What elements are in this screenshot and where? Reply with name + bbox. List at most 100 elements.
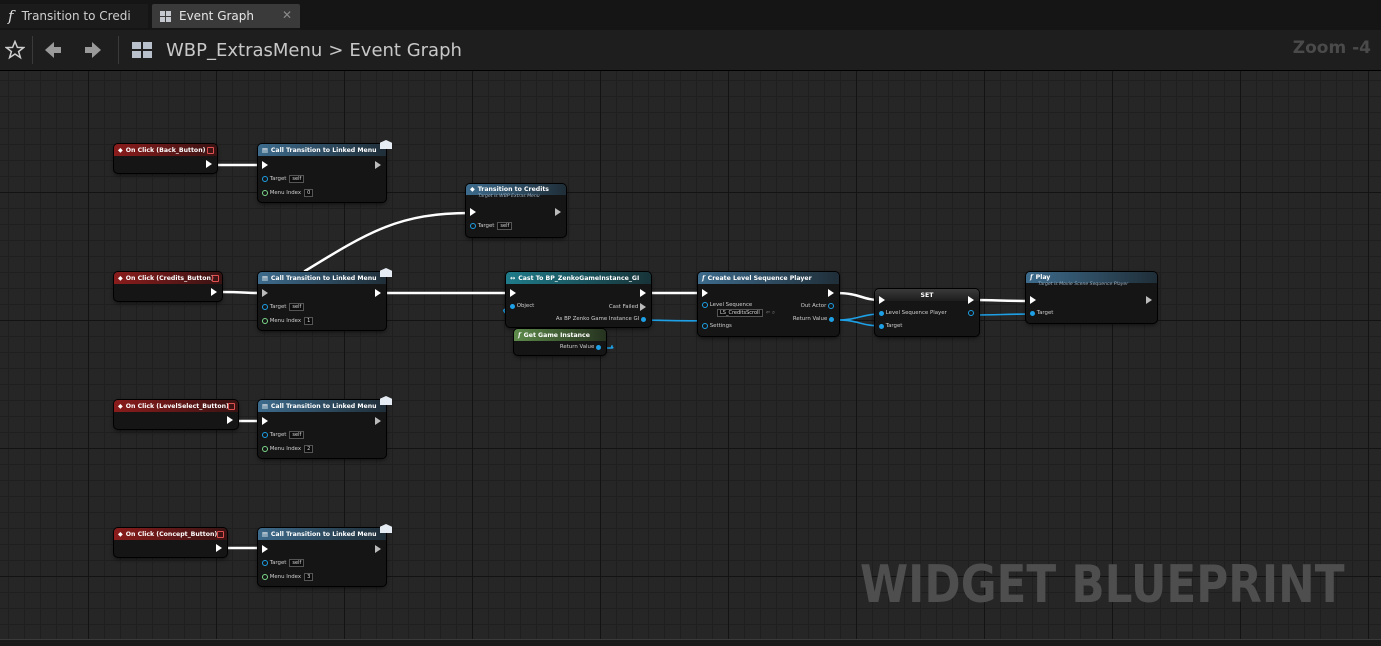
- widget-blueprint-watermark: WIDGET BLUEPRINT: [860, 555, 1345, 615]
- exec-out-pin[interactable]: [375, 161, 381, 169]
- event-node-concept[interactable]: ◆ On Click (Concept_Button): [114, 528, 227, 557]
- get-game-instance-node[interactable]: f Get Game Instance Return Value: [514, 329, 606, 355]
- exec-in-pin[interactable]: [470, 208, 476, 216]
- exec-out-pin[interactable]: [968, 296, 974, 304]
- play-node[interactable]: f Play Target is Movie Scene Sequence Pl…: [1026, 272, 1157, 323]
- cast-failed-pin[interactable]: Cast Failed: [609, 303, 646, 311]
- exec-in-pin[interactable]: [879, 296, 885, 304]
- exec-wire: [970, 298, 1035, 303]
- close-icon[interactable]: ✕: [281, 8, 292, 22]
- delegate-pin-icon[interactable]: [212, 275, 219, 282]
- exec-in-pin[interactable]: [262, 289, 268, 297]
- target-value[interactable]: self: [289, 431, 305, 439]
- as-game-instance-pin[interactable]: As BP Zenko Game Instance GI: [556, 316, 646, 322]
- exec-in-pin[interactable]: [262, 417, 268, 425]
- object-pin[interactable]: Object: [510, 303, 534, 309]
- breadcrumb-graph: Event Graph: [349, 39, 462, 61]
- event-node-back[interactable]: ◆ On Click (Back_Button): [114, 144, 217, 173]
- exec-out-pin[interactable]: [216, 544, 222, 552]
- tab-transition-to-credits[interactable]: f Transition to Credi: [0, 4, 148, 28]
- target-value[interactable]: self: [289, 303, 305, 311]
- exec-in-pin[interactable]: [1030, 296, 1036, 304]
- node-title: On Click (Back_Button): [125, 146, 206, 154]
- level-sequence-value[interactable]: LS_CreditsScroll: [717, 309, 763, 317]
- exec-out-pin[interactable]: [1146, 296, 1152, 304]
- level-sequence-picker[interactable]: LS_CreditsScroll⇐ ⌕: [714, 309, 775, 317]
- return-value-pin[interactable]: Return Value: [793, 316, 834, 322]
- star-icon[interactable]: [2, 30, 28, 70]
- return-value-pin[interactable]: Return Value: [560, 344, 601, 350]
- level-sequence-player-pin[interactable]: Level Sequence Player: [879, 310, 947, 316]
- target-pin[interactable]: Target: [1030, 310, 1053, 316]
- exec-out-pin[interactable]: [555, 208, 561, 216]
- exec-in-pin[interactable]: [262, 545, 268, 553]
- forward-arrow-icon[interactable]: [78, 30, 108, 70]
- create-level-sequence-player-node[interactable]: f Create Level Sequence Player Level Seq…: [698, 272, 839, 336]
- event-icon: ◆: [118, 146, 123, 154]
- back-arrow-icon[interactable]: [38, 30, 68, 70]
- message-icon: ▤: [262, 146, 268, 154]
- node-title: Transition to Credits: [477, 186, 549, 193]
- delegate-pin-icon[interactable]: [228, 403, 235, 410]
- event-node-credits[interactable]: ◆ On Click (Credits_Button): [114, 272, 222, 301]
- envelope-icon: [380, 268, 392, 277]
- exec-out-pin[interactable]: [375, 545, 381, 553]
- delegate-pin-icon[interactable]: [207, 147, 214, 154]
- cast-node[interactable]: ↔ Cast To BP_ZenkoGameInstance_GI Object…: [506, 272, 651, 327]
- menu-index-value[interactable]: 1: [304, 317, 314, 325]
- transition-to-credits-node[interactable]: ◆ Transition to Credits Target is WBP Ex…: [466, 184, 566, 237]
- menu-index-value[interactable]: 2: [304, 445, 314, 453]
- tab-event-graph[interactable]: Event Graph ✕: [152, 4, 300, 28]
- function-icon: f: [1030, 274, 1033, 281]
- node-title: On Click (Credits_Button): [125, 274, 214, 282]
- cast-icon: ↔: [510, 274, 516, 282]
- exec-out-pin[interactable]: [375, 417, 381, 425]
- node-title: Play: [1035, 274, 1051, 281]
- exec-out-pin[interactable]: [227, 416, 233, 424]
- menu-index-value[interactable]: 0: [304, 189, 314, 197]
- node-header: f Get Game Instance: [514, 329, 606, 341]
- exec-out-pin[interactable]: [375, 289, 381, 297]
- exec-out-pin[interactable]: [211, 288, 217, 296]
- node-title: On Click (Concept_Button): [125, 530, 218, 538]
- node-title: SET: [920, 291, 934, 299]
- breadcrumb-asset[interactable]: WBP_ExtrasMenu: [166, 39, 323, 61]
- target-value[interactable]: self: [289, 559, 305, 567]
- out-actor-pin[interactable]: Out Actor: [801, 303, 834, 309]
- exec-out-pin[interactable]: [828, 289, 834, 297]
- exec-in-pin[interactable]: [702, 289, 708, 297]
- target-value[interactable]: self: [289, 175, 305, 183]
- target-pin[interactable]: Target: [879, 323, 902, 329]
- node-title: Call Transition to Linked Menu: [270, 146, 377, 154]
- target-value[interactable]: self: [497, 222, 513, 230]
- graph-canvas[interactable]: ◆ On Click (Back_Button) ▤ Call Transiti…: [0, 71, 1381, 639]
- exec-in-pin[interactable]: [262, 161, 268, 169]
- node-title: On Click (LevelSelect_Button): [125, 402, 229, 410]
- menu-index-value[interactable]: 3: [304, 573, 314, 581]
- exec-out-pin[interactable]: [640, 289, 646, 297]
- event-node-levelselect[interactable]: ◆ On Click (LevelSelect_Button): [114, 400, 238, 429]
- node-header: ◆ On Click (Credits_Button): [114, 272, 222, 284]
- delegate-pin-icon[interactable]: [217, 531, 224, 538]
- exec-in-pin[interactable]: [510, 289, 516, 297]
- exec-out-pin[interactable]: [206, 160, 212, 168]
- level-sequence-pin[interactable]: Level Sequence: [702, 302, 752, 308]
- exec-wire: [218, 290, 261, 295]
- settings-pin[interactable]: Settings: [702, 323, 732, 329]
- set-variable-node[interactable]: SET Level Sequence Player Target: [875, 289, 979, 336]
- browse-icon[interactable]: ⇐ ⌕: [765, 309, 776, 316]
- output-pin[interactable]: [968, 310, 974, 316]
